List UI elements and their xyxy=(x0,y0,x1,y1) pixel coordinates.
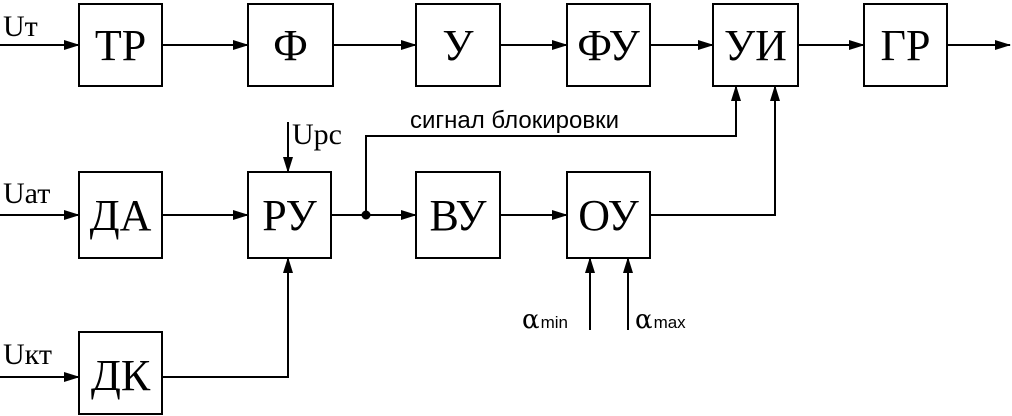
alpha-min-symbol: α xyxy=(522,305,540,335)
input-ut-label: Uт xyxy=(3,10,38,43)
block-vu-label: ВУ xyxy=(430,191,488,240)
block-da: ДА xyxy=(78,171,163,259)
block-fu-label: ФУ xyxy=(577,21,640,70)
blocking-signal-wire xyxy=(365,85,741,215)
alpha-min-label: αmin xyxy=(522,305,568,335)
block-ru: РУ xyxy=(247,171,332,259)
input-uat-label: Uат xyxy=(3,177,50,210)
block-u: У xyxy=(415,3,501,87)
block-vu: ВУ xyxy=(415,171,501,259)
input-urs-label: Uрс xyxy=(292,118,342,151)
block-tr-label: ТР xyxy=(95,21,146,70)
block-ou: ОУ xyxy=(566,171,651,259)
block-ou-label: ОУ xyxy=(578,191,639,240)
block-ui: УИ xyxy=(712,3,799,87)
block-f-label: Ф xyxy=(273,21,308,70)
block-ru-label: РУ xyxy=(262,191,317,240)
block-gr: ГР xyxy=(863,3,948,87)
alpha-max-symbol: α xyxy=(635,305,653,335)
block-fu: ФУ xyxy=(566,3,651,87)
wire-dk-ru xyxy=(162,257,293,378)
input-ukt-label: Uкт xyxy=(3,338,52,371)
alpha-min-subscript: min xyxy=(541,313,568,332)
block-f: Ф xyxy=(247,3,334,87)
block-dk: ДК xyxy=(78,331,163,415)
junction-dot xyxy=(361,210,371,220)
block-da-label: ДА xyxy=(90,191,152,240)
wire-ou-ui xyxy=(650,85,780,216)
block-tr: ТР xyxy=(78,3,163,87)
block-dk-label: ДК xyxy=(91,351,151,400)
block-ui-label: УИ xyxy=(724,21,787,70)
alpha-max-subscript: max xyxy=(654,313,687,332)
block-u-label: У xyxy=(442,21,474,70)
block-gr-label: ГР xyxy=(881,21,931,70)
alpha-max-label: αmax xyxy=(635,305,686,335)
blocking-signal-label: сигнал блокировки xyxy=(410,107,619,134)
